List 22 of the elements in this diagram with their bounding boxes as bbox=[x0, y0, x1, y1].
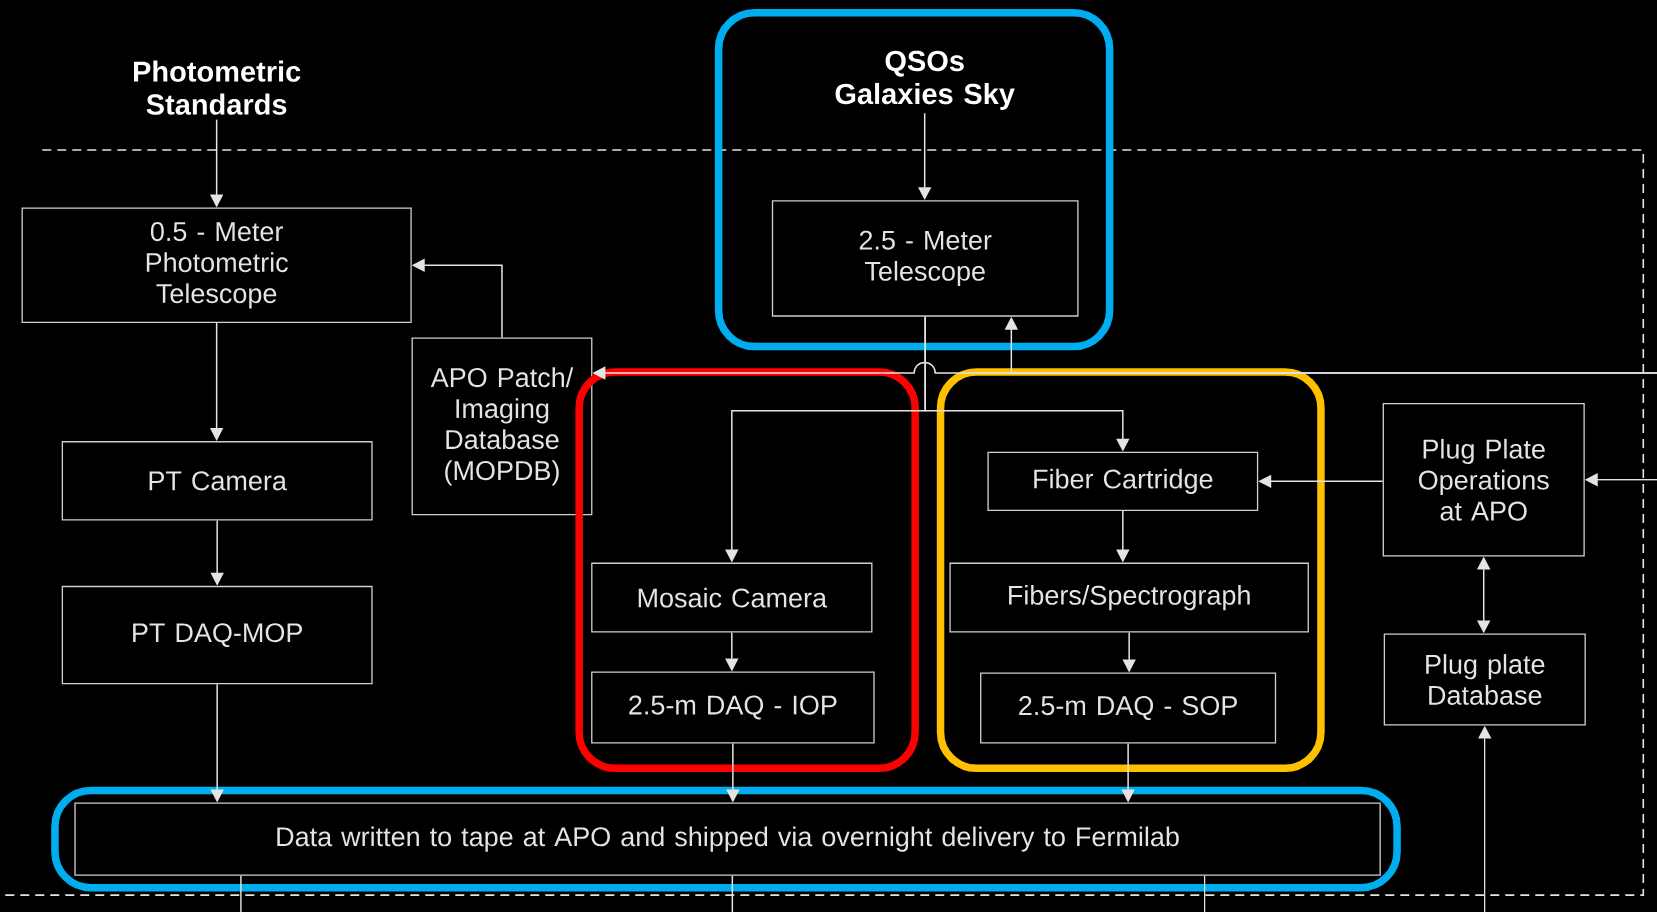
highlight-frame bbox=[936, 368, 1325, 773]
highlight-frame bbox=[575, 368, 919, 773]
process-box: 2.5-m DAQ - SOP bbox=[980, 672, 1277, 744]
connector-line bbox=[1203, 874, 1206, 912]
process-box: PT DAQ-MOP bbox=[61, 585, 373, 685]
process-box: APO Patch/ Imaging Database (MOPDB) bbox=[411, 337, 593, 516]
process-box: 0.5 - Meter Photometric Telescope bbox=[21, 207, 412, 323]
highlight-frame bbox=[714, 8, 1114, 351]
process-box: Mosaic Camera bbox=[591, 562, 873, 633]
highlight-frame bbox=[51, 786, 1401, 892]
process-box: 2.5 - Meter Telescope bbox=[771, 200, 1079, 317]
process-box: Plug plate Database bbox=[1383, 633, 1586, 726]
process-box: Fiber Cartridge bbox=[987, 451, 1259, 512]
process-box: Plug Plate Operations at APO bbox=[1382, 403, 1585, 557]
process-box: 2.5-m DAQ - IOP bbox=[591, 671, 875, 744]
connector-line bbox=[240, 874, 242, 912]
source-label: Photometric Standards bbox=[134, 60, 301, 115]
process-box: PT Camera bbox=[61, 441, 373, 521]
connector-line bbox=[731, 874, 734, 912]
process-box: Data written to tape at APO and shipped via overnight delivery to Fermilab bbox=[74, 802, 1381, 876]
source-label: QSOs Galaxies Sky bbox=[835, 50, 1015, 110]
process-box: Fibers/Spectrograph bbox=[949, 562, 1309, 633]
